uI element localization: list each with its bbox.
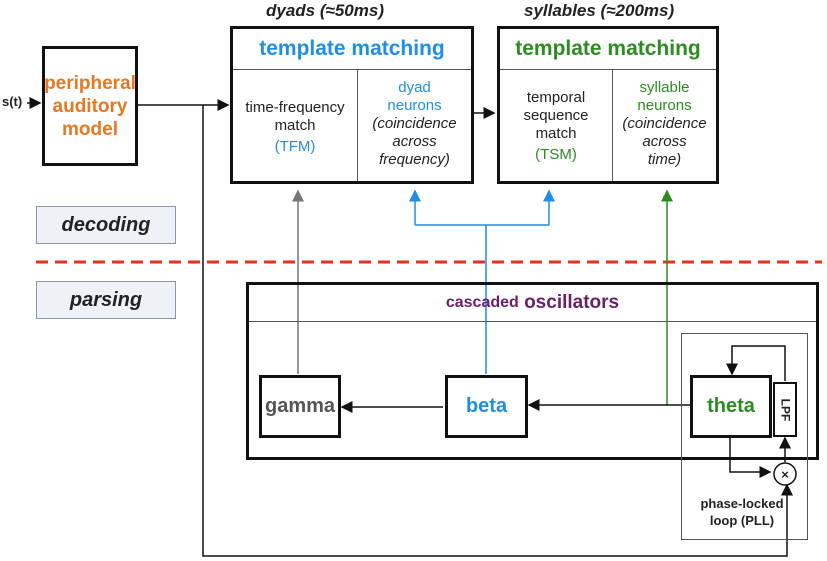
dyad-neurons-l5: frequency) xyxy=(379,151,450,168)
peripheral-auditory-model-box: peripheral auditory model xyxy=(42,46,138,166)
tfm-match-l1: time-frequency xyxy=(245,99,345,116)
beta-oscillator: beta xyxy=(445,375,528,438)
signal-to-pll-line xyxy=(202,105,793,557)
template-matching-tsm-box: template matching temporal sequence matc… xyxy=(497,26,719,184)
tsm-title: template matching xyxy=(500,29,716,70)
multiplier-symbol: × xyxy=(781,466,789,482)
pll-label: phase-locked loop (PLL) xyxy=(683,495,801,529)
dyad-neurons-l3: (coincidence xyxy=(372,115,457,132)
syllable-neurons-l5: time) xyxy=(647,151,682,168)
dyads-timescale: dyads (≈50ms) xyxy=(266,1,384,20)
template-matching-tfm-box: template matching time-frequency match (… xyxy=(230,26,474,184)
syllable-neurons-l4: across xyxy=(642,133,687,150)
lpf-box: LPF xyxy=(773,382,797,437)
pll-label-l2: loop (PLL) xyxy=(709,513,775,528)
peripheral-line2: auditory xyxy=(52,95,128,117)
tfm-match-l3: (TFM) xyxy=(274,138,316,155)
oscillators-title: cascaded oscillators xyxy=(249,285,816,322)
input-signal-label: s(t) xyxy=(2,94,23,109)
syllable-neurons-text: syllable neurons (coincidence across tim… xyxy=(613,79,716,169)
tsm-match-text: temporal sequence match (TSM) xyxy=(500,89,612,164)
dyad-neurons-l2: neurons xyxy=(387,97,442,114)
lpf-label: LPF xyxy=(778,398,793,421)
dyad-neurons-l1: dyad xyxy=(398,79,431,96)
syllable-neurons-l1: syllable xyxy=(639,79,690,96)
tfm-divider xyxy=(357,69,358,181)
decoding-stage-label: decoding xyxy=(36,206,176,244)
tsm-divider xyxy=(612,69,613,181)
theta-to-multiplier-line xyxy=(729,438,772,478)
syllables-timescale: syllables (≈200ms) xyxy=(524,1,675,20)
syllable-neurons-l2: neurons xyxy=(637,97,692,114)
multiplier-node xyxy=(773,462,797,486)
dyad-neurons-l4: across xyxy=(392,133,437,150)
theta-oscillator: theta xyxy=(690,375,772,438)
tsm-match-l4: (TSM) xyxy=(535,146,577,163)
tsm-match-l2: sequence xyxy=(523,107,589,124)
tfm-title: template matching xyxy=(233,29,471,70)
syllable-neurons-l3: (coincidence xyxy=(622,115,707,132)
dyad-neurons-text: dyad neurons (coincidence across frequen… xyxy=(358,79,471,169)
tsm-match-l1: temporal xyxy=(526,89,586,106)
cascaded-oscillators-box: cascaded oscillators xyxy=(246,282,819,460)
peripheral-line1: peripheral xyxy=(44,72,136,94)
pll-box xyxy=(681,333,808,540)
peripheral-line3: model xyxy=(62,118,118,140)
gamma-oscillator: gamma xyxy=(259,375,341,438)
tsm-match-l3: match xyxy=(535,125,577,142)
pll-label-l1: phase-locked xyxy=(700,496,784,511)
tfm-match-text: time-frequency match (TFM) xyxy=(233,99,357,156)
oscillators-title-part2: oscillators xyxy=(524,292,620,313)
parsing-stage-label: parsing xyxy=(36,281,176,319)
tfm-match-l2: match xyxy=(274,117,316,134)
oscillators-title-part1: cascaded xyxy=(445,294,519,311)
lpf-feedback-line xyxy=(726,345,786,381)
